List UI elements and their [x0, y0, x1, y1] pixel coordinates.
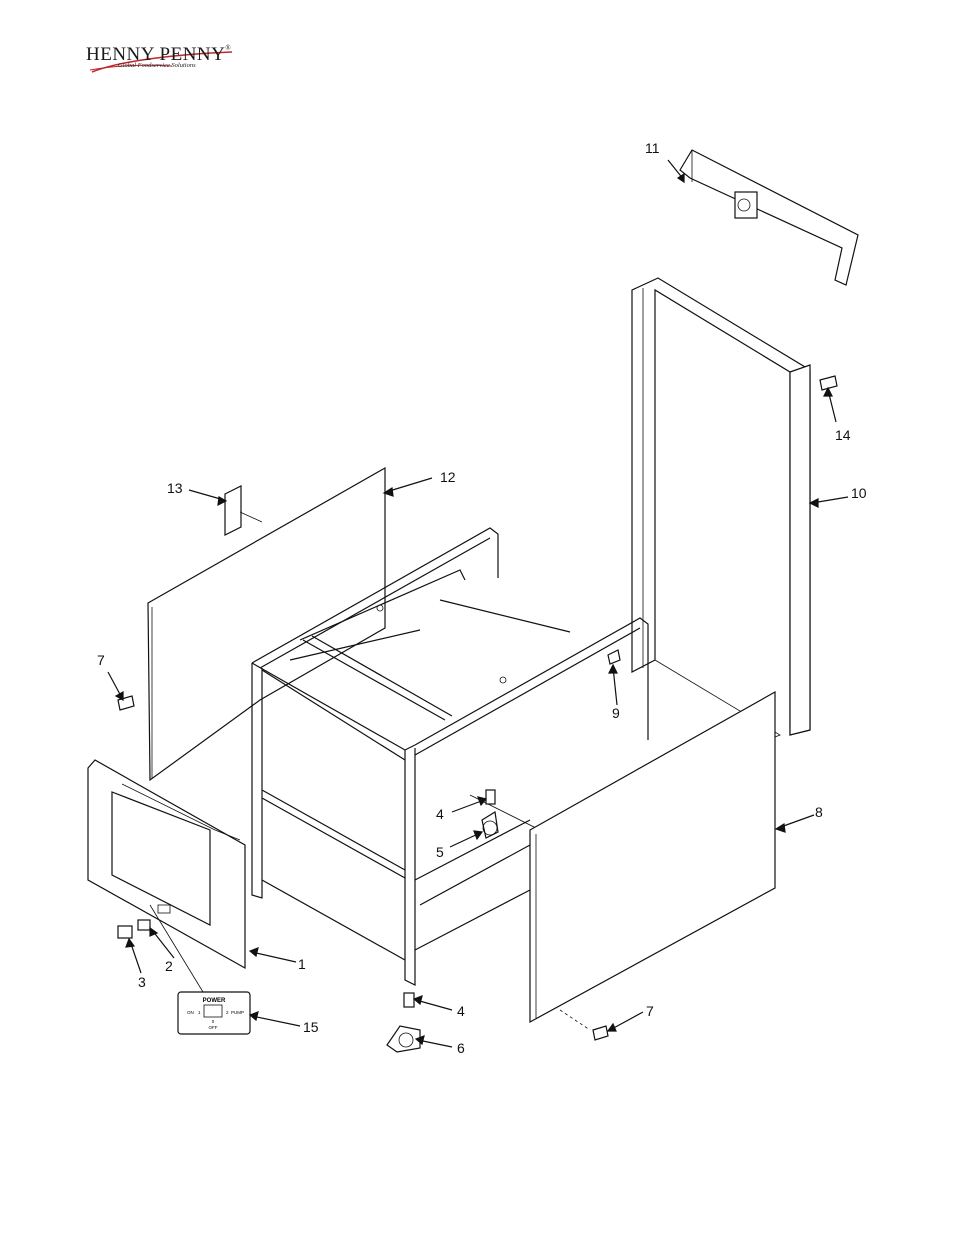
part-14-screw	[819, 375, 838, 391]
callout-10: 10	[851, 485, 867, 501]
plate-2-text: 2	[226, 1010, 229, 1015]
callout-labels: 11 14 10 12 13 7 9 8 4 5 1 2 3 15 4 6 7	[97, 140, 867, 1056]
plate-1-text: 1	[198, 1010, 201, 1015]
plate-off-text: OFF	[209, 1025, 218, 1030]
part-7-screw-right	[592, 1025, 609, 1041]
logo-tagline: Global Foodservice Solutions	[118, 62, 196, 69]
part-6-caster	[386, 1025, 421, 1053]
part-12-side-panel	[147, 466, 386, 782]
part-2-switch-boot	[137, 919, 151, 931]
part-3-switch	[117, 925, 133, 939]
callout-3: 3	[138, 974, 146, 990]
logo-brand: HENNY PENNY®	[86, 44, 232, 65]
logo-swoosh	[89, 51, 233, 73]
part-13-label	[224, 485, 263, 536]
callout-12: 12	[440, 469, 456, 485]
part-4-stem-lower	[403, 992, 415, 1008]
callout-4-upper: 4	[436, 806, 444, 822]
part-5-caster	[481, 811, 499, 839]
part-4-stem-upper	[485, 789, 496, 805]
callout-15: 15	[303, 1019, 319, 1035]
callout-13: 13	[167, 480, 183, 496]
plate-pump-text: PUMP	[231, 1010, 244, 1015]
callout-7-right: 7	[646, 1003, 654, 1019]
part-11-bracket	[679, 149, 859, 286]
callout-14: 14	[835, 427, 851, 443]
callout-9: 9	[612, 705, 620, 721]
plate-on-text: ON	[187, 1010, 194, 1015]
callout-4-lower: 4	[457, 1003, 465, 1019]
callout-8: 8	[815, 804, 823, 820]
frame-assembly	[251, 527, 649, 986]
callout-2: 2	[165, 958, 173, 974]
part-10-back-panel	[631, 277, 811, 736]
plate-power-text: POWER	[203, 998, 226, 1004]
leader-arrows	[107, 159, 849, 1048]
plate-0-text: 0	[212, 1019, 215, 1024]
part-15-switch-plate: POWER ON 1 2 PUMP 0 OFF	[149, 904, 251, 1035]
callout-11: 11	[645, 140, 660, 156]
callout-7-left: 7	[97, 652, 105, 668]
callout-1: 1	[298, 956, 306, 972]
henny-penny-logo: HENNY PENNY® Global Foodservice Solution…	[82, 40, 242, 80]
callout-6: 6	[457, 1040, 465, 1056]
part-9-screw	[607, 649, 621, 665]
callout-5: 5	[436, 844, 444, 860]
part-8-side-panel	[529, 690, 776, 1024]
part-1-front-panel	[87, 759, 246, 970]
